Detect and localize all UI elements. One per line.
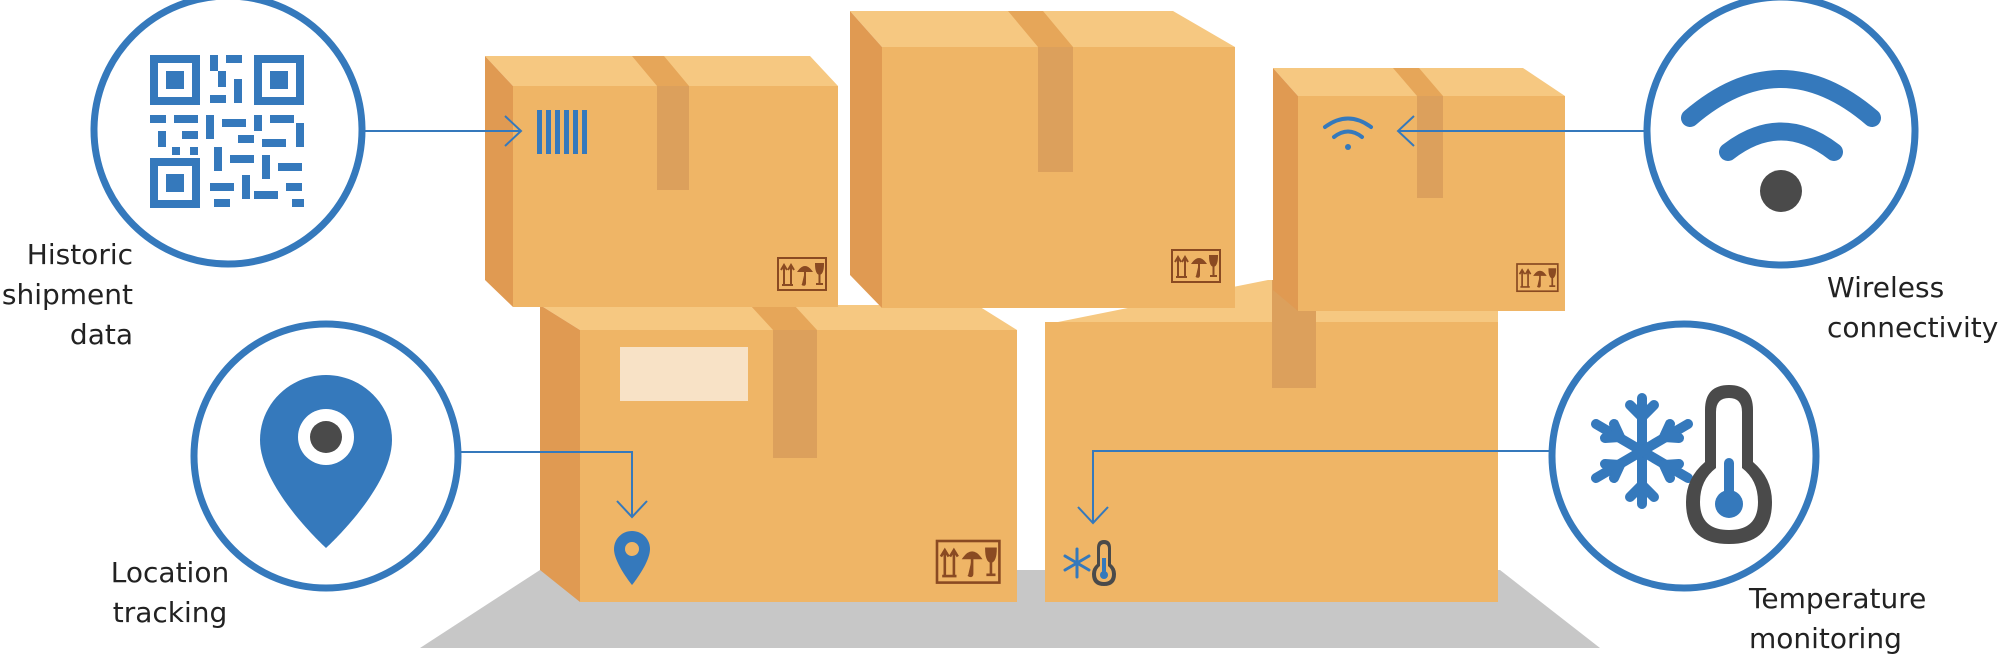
connector-temperature: [1077, 450, 1552, 525]
wireless-connectivity-label: Wireless connectivity: [1827, 268, 1999, 348]
shipping-label: [620, 347, 748, 401]
location-label-line2: tracking: [112, 596, 228, 629]
connector-lines: [362, 115, 1648, 525]
temperature-label-line2: monitoring: [1749, 622, 1902, 655]
temperature-label-line1: Temperature: [1749, 582, 1927, 615]
barcode-icon: [537, 110, 587, 154]
historic-data-circle: [90, 0, 366, 268]
box-top-middle: [850, 11, 1235, 308]
connector-historic-data: [362, 115, 523, 147]
map-pin-icon: [260, 375, 392, 548]
box-wifi-icon: [1323, 116, 1373, 150]
box-bottom-left: [540, 305, 1017, 602]
temperature-circle: [1548, 320, 1820, 592]
historic-label-line3: data: [69, 318, 133, 351]
wireless-label-line2: connectivity: [1827, 311, 1999, 344]
qr-code-icon: [150, 55, 304, 208]
historic-label-line1: Historic: [26, 238, 133, 271]
historic-label-line2: shipment: [1, 278, 133, 311]
thermometer-icon: [1686, 385, 1772, 544]
wifi-icon: [1681, 70, 1881, 161]
box-bottom-right: [1045, 280, 1498, 602]
box-top-right: [1273, 68, 1565, 311]
historic-shipment-data-label: Historic shipment data: [0, 235, 133, 355]
box-map-pin-icon: [614, 531, 650, 585]
wireless-label-line1: Wireless: [1827, 271, 1945, 304]
connector-wireless: [1396, 115, 1648, 147]
location-tracking-label: Location tracking: [96, 553, 244, 633]
snowflake-icon: [1591, 393, 1693, 509]
location-label-line1: Location: [110, 556, 230, 589]
wireless-circle: [1643, 0, 1919, 269]
box-top-left: [485, 56, 838, 307]
temperature-monitoring-label: Temperature monitoring: [1749, 579, 1949, 659]
location-circle: [190, 320, 462, 592]
connector-location: [460, 451, 648, 519]
box-snowflake-thermometer-icon: [1063, 540, 1116, 586]
